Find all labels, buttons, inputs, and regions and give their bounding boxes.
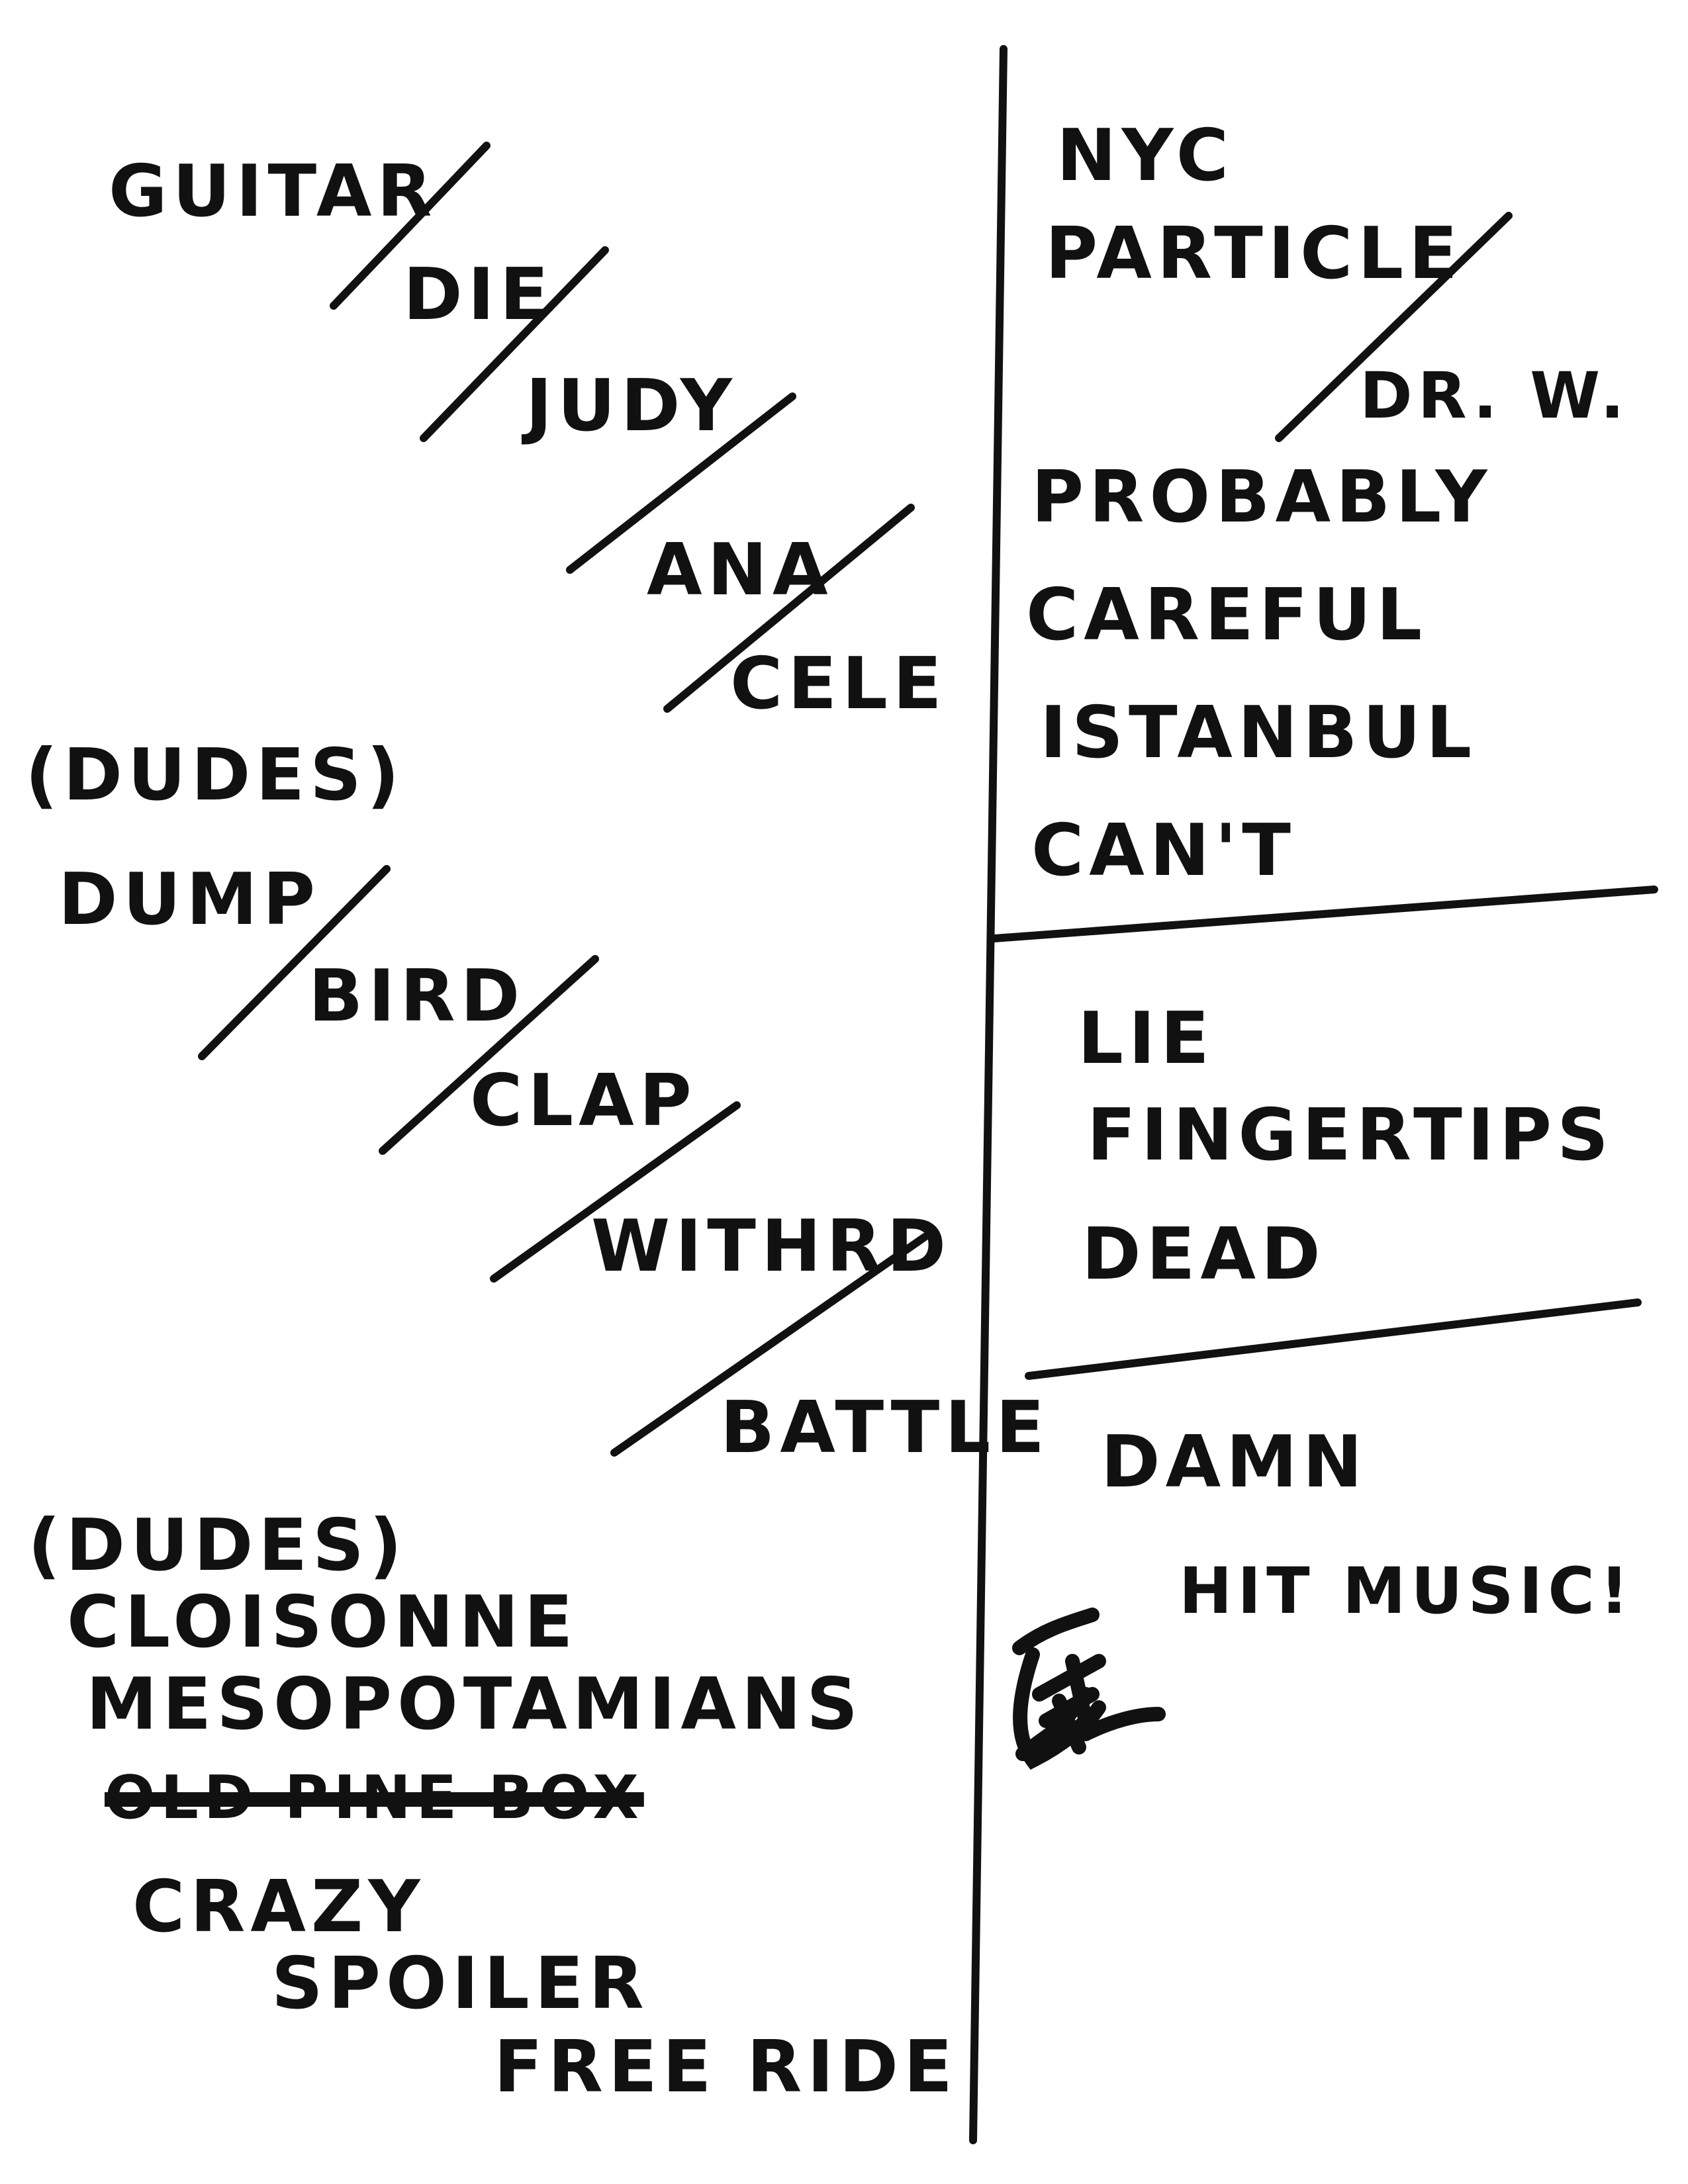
song-cant: Can't: [1031, 809, 1296, 892]
segue-slash: [1275, 212, 1513, 442]
section-divider-2: [1025, 1298, 1642, 1380]
song-dr-w: Dr. W.: [1360, 359, 1630, 433]
song-nyc: NYC: [1056, 114, 1235, 197]
song-hit-music: Hit Music!: [1179, 1554, 1634, 1628]
song-ana: Ana: [647, 529, 833, 612]
song-bird: Bird: [308, 955, 526, 1038]
song-probably: Probably: [1031, 456, 1493, 539]
segue-slash: [379, 955, 599, 1155]
song-dead: Dead: [1082, 1213, 1326, 1296]
column-divider: [969, 45, 1008, 2144]
song-fingertips: Fingertips: [1087, 1094, 1614, 1177]
section-divider-1: [990, 886, 1658, 942]
segue-slash: [490, 1101, 741, 1283]
struck-song-old-pine-box: Old Pine Box: [105, 1763, 644, 1833]
segue-slash: [420, 246, 609, 442]
song-careful: Careful: [1026, 574, 1428, 657]
segue-slash: [198, 865, 391, 1060]
dudes-note-1: (Dudes): [25, 734, 405, 817]
song-damn: Damn: [1101, 1421, 1368, 1504]
song-spoiler: Spoiler: [271, 1942, 649, 2025]
song-mesopotamians: Mesopotamians: [86, 1663, 864, 1746]
song-judy: Judy: [526, 365, 737, 447]
song-free-ride: Free Ride: [494, 2026, 958, 2109]
song-lie: Lie: [1078, 997, 1215, 1080]
song-die: Die: [403, 253, 554, 336]
song-istanbul: Istanbul: [1040, 692, 1477, 774]
song-particle: Particle: [1045, 212, 1463, 295]
song-dump: Dump: [58, 858, 320, 941]
segue-slash: [610, 1233, 929, 1457]
dudes-note-2: (Dudes): [28, 1504, 408, 1587]
song-clap: Clap: [470, 1060, 697, 1142]
song-withrd: Withrd: [591, 1205, 952, 1288]
scribbled-out-word: [1012, 1608, 1166, 1770]
song-battle: Battle: [720, 1387, 1050, 1469]
song-crazy: Crazy: [132, 1866, 426, 1948]
song-cele: Cele: [730, 643, 947, 725]
segue-slash: [566, 392, 796, 574]
segue-slash: [663, 504, 915, 713]
segue-slash: [330, 142, 491, 310]
song-guitar: Guitar: [109, 150, 438, 233]
song-cloisonne: Cloisonne: [67, 1581, 579, 1664]
